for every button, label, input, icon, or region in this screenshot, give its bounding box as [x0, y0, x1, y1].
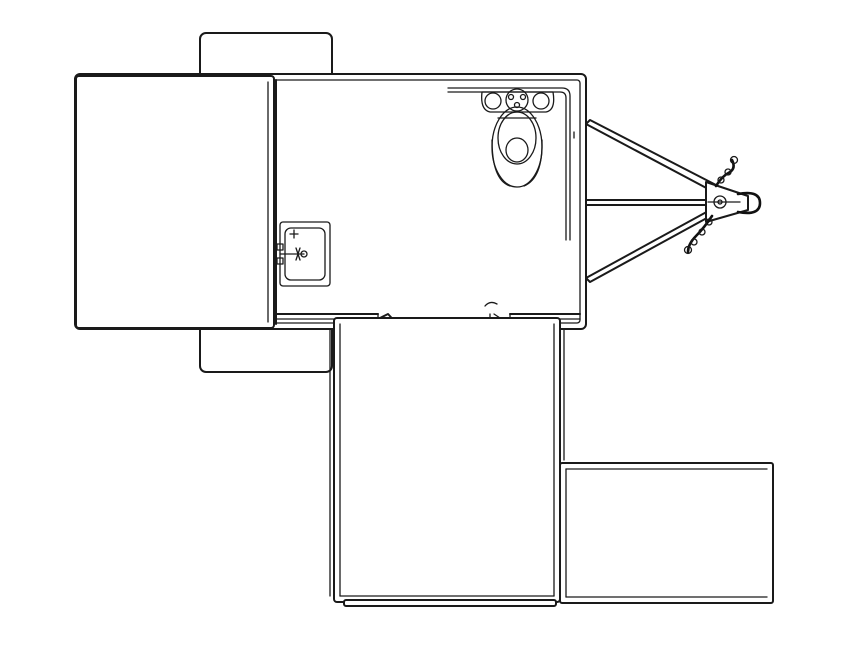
ramp-extension: [559, 462, 774, 604]
safety-chain-icon: [683, 155, 739, 255]
toilet-icon: [481, 88, 555, 188]
faucet-icon: [276, 229, 305, 265]
entry-platform: [329, 317, 565, 607]
storage-compartment: [75, 75, 277, 329]
hitch-coupler-icon: [705, 181, 762, 223]
interior-wall-right: [447, 87, 575, 241]
trailer-tongue: [585, 119, 717, 283]
